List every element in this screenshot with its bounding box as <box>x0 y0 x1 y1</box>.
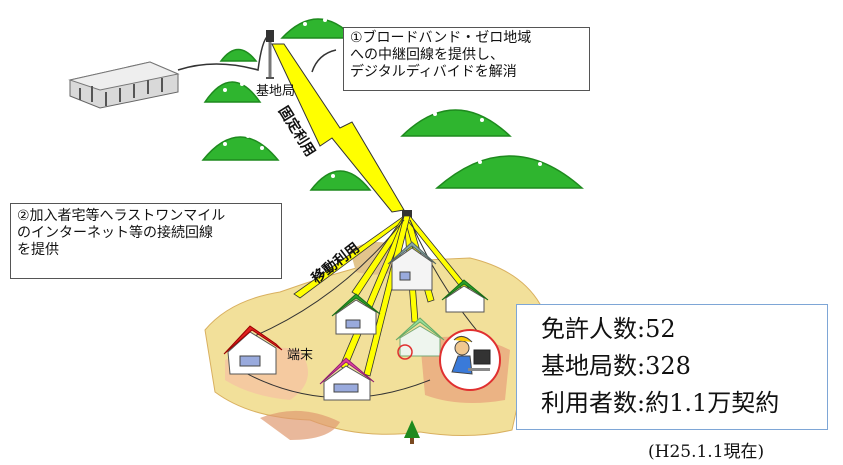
house-icon <box>395 317 445 357</box>
licensee-count: 免許人数:52 <box>541 315 676 343</box>
callout-line: ②加入者宅等へラストワンマイル <box>17 208 226 224</box>
stats-box: 免許人数:52 基地局数:328 利用者数:約1.1万契約 <box>516 304 828 430</box>
callout-pointer <box>311 49 337 73</box>
house-icon <box>223 325 283 375</box>
house-icon <box>441 279 489 313</box>
house-icon <box>319 357 375 401</box>
building-icon <box>68 61 180 109</box>
lastmile-callout: ②加入者宅等へラストワンマイル のインターネット等の接続回線 を提供 <box>10 203 282 279</box>
terminal-label: 端末 <box>287 348 314 363</box>
mountain-icon <box>201 134 280 161</box>
callout-line: への中継回線を提供し、 <box>350 47 504 63</box>
house-icon <box>387 241 437 291</box>
mountains <box>201 18 584 191</box>
base-station-count: 基地局数:328 <box>541 352 691 380</box>
callout-line: を提供 <box>17 242 59 258</box>
mountain-icon <box>219 48 258 62</box>
relay-callout: ①ブロードバンド・ゼロ地域 への中継回線を提供し、 デジタルディバイドを解消 <box>343 27 590 91</box>
callout-line: ①ブロードバンド・ゼロ地域 <box>350 30 532 46</box>
house-icon <box>331 293 381 335</box>
callout-line: デジタルディバイドを解消 <box>350 64 517 80</box>
user-count: 利用者数:約1.1万契約 <box>541 389 780 417</box>
callout-line: のインターネット等の接続回線 <box>17 225 213 241</box>
tree-icon <box>404 420 420 444</box>
mountain-icon <box>435 148 584 189</box>
cable-line <box>177 35 269 71</box>
antenna-icon <box>402 210 412 220</box>
mountain-icon <box>309 168 372 191</box>
base-station-label: 基地局 <box>256 84 296 99</box>
mountain-icon <box>203 81 262 103</box>
user-at-pc-icon <box>397 329 501 391</box>
antenna-icon <box>266 30 274 79</box>
mountain-icon <box>400 104 512 137</box>
as-of-note: (H25.1.1現在) <box>648 442 765 462</box>
